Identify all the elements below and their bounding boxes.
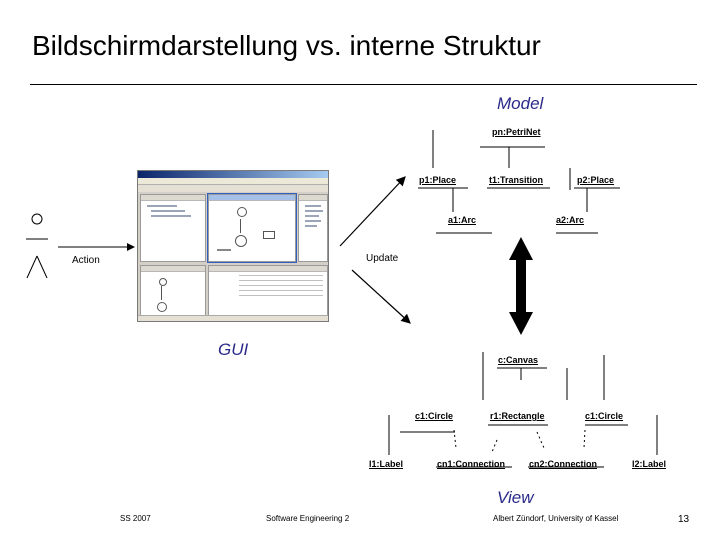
double-arrow (509, 237, 533, 335)
actor-icon (26, 213, 48, 279)
footer-semester: SS 2007 (120, 514, 151, 523)
model-arc-a2: a2:Arc (556, 215, 585, 225)
view-label-l2: l2:Label (632, 459, 667, 469)
gui-screenshot (137, 170, 329, 322)
window-titlebar (138, 171, 328, 178)
view-root-object: c:Canvas (498, 355, 539, 365)
model-heading: Model (497, 94, 544, 113)
window-menubar (138, 178, 328, 185)
window-toolbar (138, 185, 328, 192)
footer-author: Albert Zündorf, University of Kassel (493, 514, 619, 523)
view-connection-cn1: cn1:Connection (437, 459, 506, 469)
update-label: Update (366, 253, 399, 264)
view-connection-cn2: cn2:Connection (529, 459, 598, 469)
tree-pane (140, 194, 206, 262)
model-place-p1: p1:Place (419, 175, 457, 185)
model-place-p2: p2:Place (577, 175, 615, 185)
footer-course: Software Engineering 2 (266, 514, 350, 523)
action-label: Action (72, 255, 100, 266)
update-arrow-up (339, 176, 406, 247)
model-tree-lines (418, 130, 620, 234)
title-divider (30, 84, 697, 85)
palette-pane (140, 265, 206, 317)
outline-pane (298, 194, 328, 262)
model-root-object: pn:PetriNet (492, 127, 541, 137)
view-rectangle-r1: r1:Rectangle (490, 411, 545, 421)
model-arc-a1: a1:Arc (448, 215, 477, 225)
view-heading: View (497, 488, 534, 507)
update-arrow-down (351, 269, 411, 324)
view-circle-c1-right: c1:Circle (585, 411, 624, 421)
gui-heading: GUI (218, 340, 249, 359)
view-tree-lines (388, 352, 658, 468)
view-circle-c1-left: c1:Circle (415, 411, 454, 421)
slide-number: 13 (678, 514, 690, 525)
slide-title: Bildschirmdarstellung vs. interne Strukt… (32, 30, 541, 61)
view-label-l1: l1:Label (369, 459, 404, 469)
window-statusbar (138, 315, 328, 321)
editor-pane (207, 193, 297, 263)
properties-pane (208, 265, 328, 317)
model-transition-t1: t1:Transition (489, 175, 544, 185)
